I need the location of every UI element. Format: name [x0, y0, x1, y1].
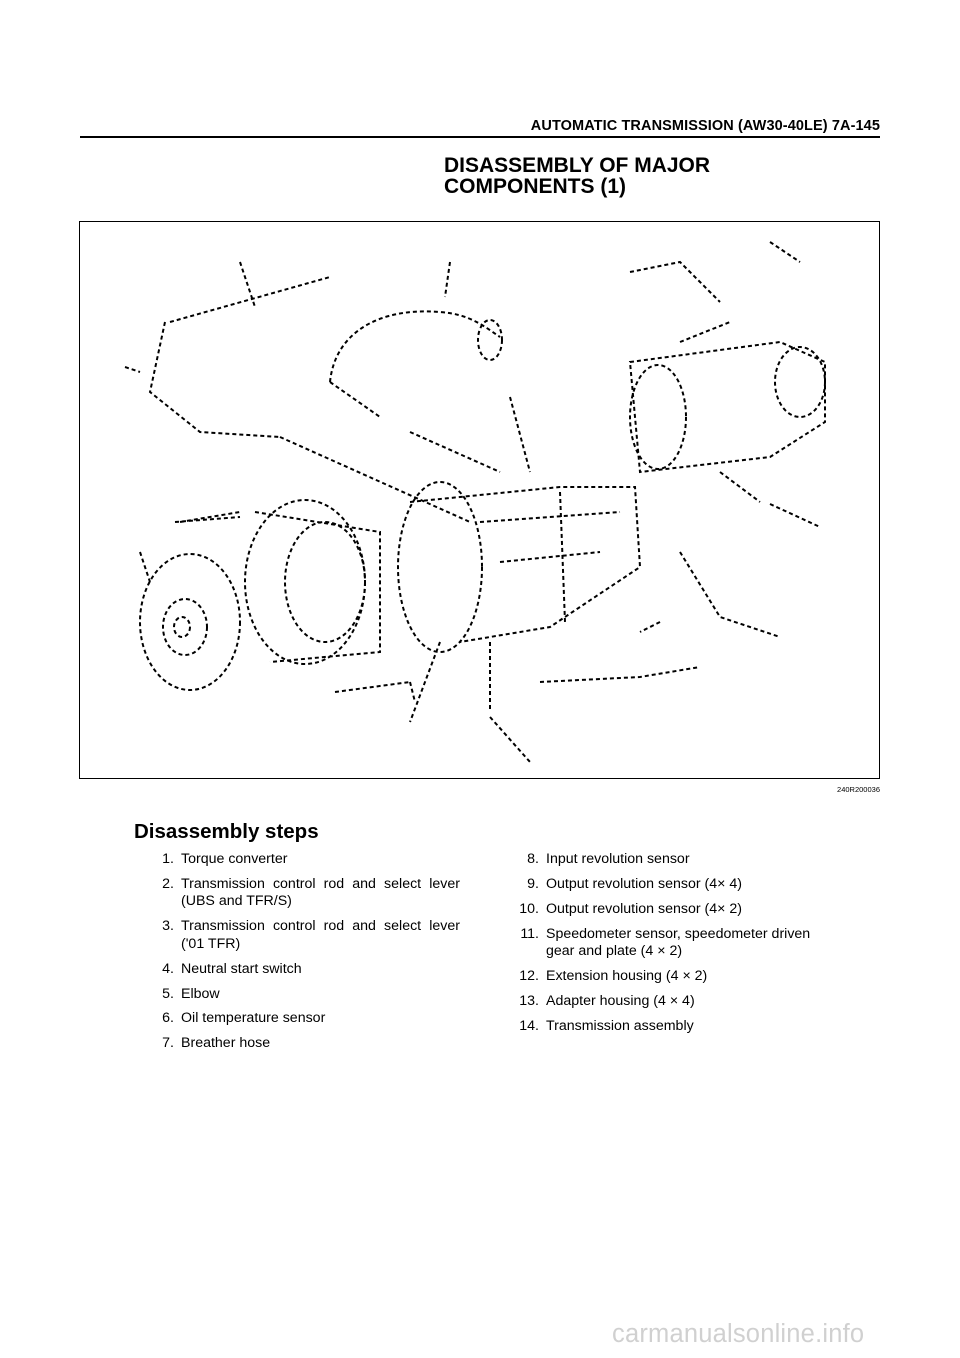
step-text: Neutral start switch: [181, 960, 302, 977]
sensor-parts-drawing: [179, 241, 801, 763]
step-text: Torque converter: [181, 851, 288, 867]
step-item: 2. Transmission control rod and select le…: [140, 876, 460, 911]
step-text: Extension housing (4 × 2): [546, 968, 708, 985]
torque-converter-drawing: [139, 551, 241, 691]
extension-housing-drawing: [628, 340, 826, 528]
step-number: 5.: [162, 985, 174, 1002]
step-item: 8. Input revolution sensor: [505, 851, 835, 869]
bell-housing-drawing: [174, 499, 381, 665]
figure-id: 240R200036: [837, 785, 880, 794]
step-number: 4.: [162, 960, 174, 977]
title-line-1: DISASSEMBLY OF MAJOR: [444, 154, 711, 177]
step-number: 3.: [162, 918, 174, 935]
step-number: 12.: [519, 968, 539, 985]
step-text: Transmission assembly: [546, 1017, 694, 1034]
header-rule: [80, 136, 880, 138]
watermark-text[interactable]: carmanualsonline.info: [612, 1320, 865, 1348]
step-item: 12. Extension housing (4 × 2): [505, 968, 835, 986]
step-number: 2.: [162, 875, 174, 892]
step-item: 3. Transmission control rod and select le…: [140, 918, 460, 953]
steps-right-column: 8. Input revolution sensor 9. Output revol…: [505, 851, 835, 1043]
step-text: Breather hose: [181, 1035, 271, 1052]
step-number: 8.: [527, 851, 539, 867]
step-number: 1.: [162, 851, 174, 867]
step-text: Speedometer sensor, speedometer driven g…: [546, 925, 811, 960]
step-text: Output revolution sensor (4× 4): [546, 875, 742, 892]
step-item: 6. Oil temperature sensor: [140, 1010, 460, 1028]
step-number: 13.: [519, 992, 539, 1009]
step-text: Elbow: [181, 985, 220, 1002]
step-text: Transmission control rod and select leve…: [181, 918, 460, 952]
step-number: 10.: [519, 900, 539, 917]
step-item: 7. Breather hose: [140, 1035, 460, 1053]
page-header: AUTOMATIC TRANSMISSION (AW30-40LE) 7A-14…: [530, 118, 880, 134]
page-title: DISASSEMBLY OF MAJOR COMPONENTS (1): [444, 155, 710, 197]
step-number: 6.: [162, 1010, 174, 1027]
steps-heading: Disassembly steps: [134, 820, 319, 843]
step-item: 1. Torque converter: [140, 851, 460, 869]
step-item: 11. Speedometer sensor, speedometer drive…: [505, 926, 835, 961]
step-item: 13. Adapter housing (4 × 4): [505, 993, 835, 1011]
step-text: Oil temperature sensor: [181, 1010, 326, 1027]
step-item: 5. Elbow: [140, 986, 460, 1004]
title-line-2: COMPONENTS (1): [444, 175, 627, 198]
transmission-case-drawing: [334, 481, 642, 723]
exploded-diagram: [79, 221, 880, 779]
step-number: 11.: [520, 925, 539, 942]
step-item: 14. Transmission assembly: [505, 1018, 835, 1036]
exploded-view-drawing: [124, 241, 826, 763]
step-number: 9.: [527, 875, 539, 892]
step-item: 9. Output revolution sensor (4× 4): [505, 876, 835, 894]
step-text: Transmission control rod and select leve…: [181, 875, 460, 910]
breather-hose-drawing: [329, 261, 503, 418]
step-text: Output revolution sensor (4× 2): [546, 900, 742, 917]
step-text: Adapter housing (4 × 4): [546, 992, 695, 1009]
step-number: 14.: [519, 1017, 539, 1034]
step-number: 7.: [162, 1035, 174, 1052]
step-item: 4. Neutral start switch: [140, 961, 460, 979]
control-rod-drawing: [124, 261, 471, 523]
steps-left-column: 1. Torque converter 2. Transmission contro…: [140, 851, 460, 1060]
step-text: Input revolution sensor: [546, 851, 690, 867]
step-item: 10. Output revolution sensor (4× 2): [505, 901, 835, 919]
